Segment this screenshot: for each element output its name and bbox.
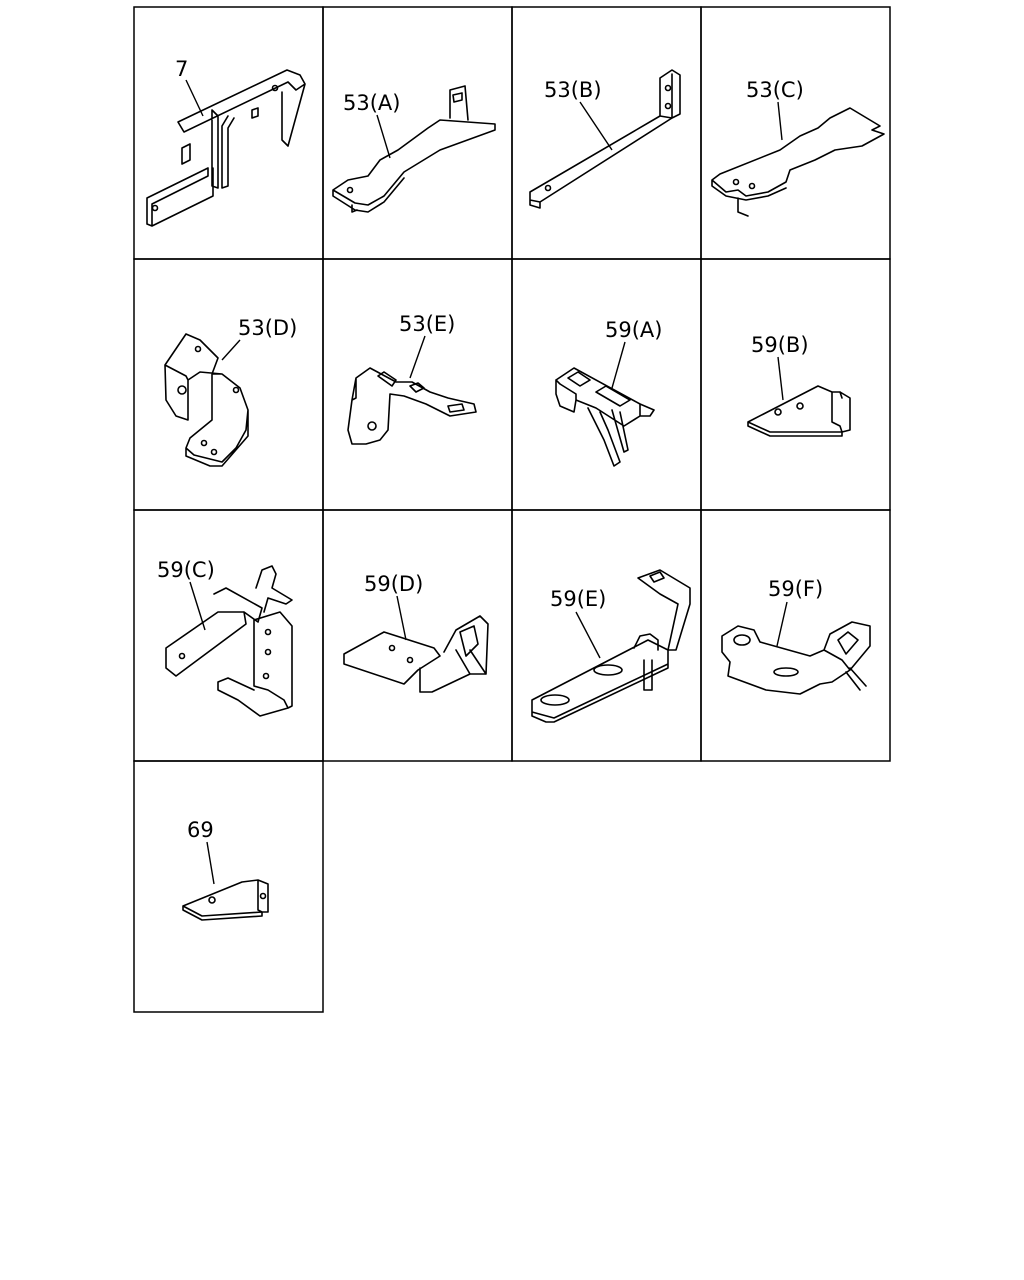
hole — [733, 634, 751, 646]
leader-53a — [376, 114, 391, 159]
hole — [388, 644, 396, 652]
hole — [664, 102, 672, 110]
cell-3-2 — [322, 509, 513, 762]
hole — [151, 204, 159, 212]
part-label-59d: 59(D) — [364, 572, 423, 596]
part-label-69: 69 — [187, 818, 214, 842]
part-label-53a: 53(A) — [343, 91, 400, 115]
part-53c: 53(C) — [711, 78, 885, 217]
part-label-7: 7 — [175, 57, 188, 81]
bracket-59e — [531, 569, 691, 723]
part-label-53c: 53(C) — [746, 78, 804, 102]
cell-3-1 — [133, 509, 324, 762]
leader-59b — [777, 356, 784, 401]
hole — [208, 896, 216, 904]
hole — [259, 892, 267, 900]
leader-59e — [575, 611, 601, 659]
cell-4-1 — [133, 760, 324, 1013]
bracket-53a — [332, 85, 496, 213]
slot — [540, 694, 570, 706]
part-69: 69 — [182, 818, 269, 921]
part-label-59c: 59(C) — [157, 558, 215, 582]
bracket-53e — [347, 367, 477, 445]
slot — [773, 667, 799, 677]
cell-1-3 — [511, 6, 702, 260]
leader-53c — [777, 101, 783, 141]
part-53a: 53(A) — [332, 85, 496, 213]
hole — [664, 84, 672, 92]
bracket-53c — [711, 107, 885, 217]
part-label-53e: 53(E) — [399, 312, 455, 336]
hole — [732, 178, 740, 186]
bracket-59f — [721, 621, 871, 695]
part-7: 7 — [146, 57, 306, 227]
hole — [200, 439, 208, 447]
hole — [177, 385, 187, 395]
leader-59a — [611, 341, 626, 389]
cell-1-4 — [700, 6, 891, 260]
hole — [748, 182, 756, 190]
leader-59f — [776, 601, 788, 647]
hole — [544, 184, 552, 192]
part-label-59b: 59(B) — [751, 333, 809, 357]
bracket-53d — [164, 333, 249, 467]
part-59a: 59(A) — [555, 318, 662, 467]
slot — [593, 664, 623, 676]
cell-1-2 — [322, 6, 513, 260]
hole — [406, 656, 414, 664]
part-label-59f: 59(F) — [768, 577, 823, 601]
hole — [796, 402, 804, 410]
grid-cells — [133, 6, 891, 1013]
part-53e: 53(E) — [347, 312, 477, 445]
hole — [264, 628, 272, 636]
hole — [210, 448, 218, 456]
hole — [774, 408, 782, 416]
bracket-7 — [146, 69, 306, 227]
bracket-59b — [747, 385, 851, 437]
leader-53b — [579, 101, 613, 151]
clip-59a — [555, 367, 655, 467]
leader-53e — [409, 335, 426, 379]
leader-59d — [396, 595, 407, 641]
part-label-53d: 53(D) — [238, 316, 297, 340]
bracket-69 — [182, 879, 269, 921]
hole — [264, 648, 272, 656]
leader-7 — [185, 79, 204, 117]
cell-2-3 — [511, 258, 702, 511]
leader-53d — [221, 339, 241, 361]
part-59e: 59(E) — [531, 569, 691, 723]
part-59b: 59(B) — [747, 333, 851, 437]
cell-2-1 — [133, 258, 324, 511]
part-59f: 59(F) — [721, 577, 871, 695]
hole — [346, 186, 354, 194]
part-53b: 53(B) — [529, 69, 681, 209]
part-53d: 53(D) — [164, 316, 297, 467]
hole — [178, 652, 186, 660]
hole — [232, 386, 240, 394]
cell-3-4 — [700, 509, 891, 762]
part-label-53b: 53(B) — [544, 78, 602, 102]
bracket-59d — [343, 615, 489, 693]
part-label-59a: 59(A) — [605, 318, 662, 342]
cell-2-4 — [700, 258, 891, 511]
leader-69 — [206, 841, 215, 885]
hole — [367, 421, 377, 431]
bracket-59c — [165, 565, 293, 717]
part-label-59e: 59(E) — [550, 587, 606, 611]
hole — [194, 345, 202, 353]
part-59c: 59(C) — [157, 558, 293, 717]
cell-3-3 — [511, 509, 702, 762]
bracket-53b — [529, 69, 681, 209]
hole — [262, 672, 270, 680]
hole — [271, 84, 279, 92]
part-59d: 59(D) — [343, 572, 489, 693]
